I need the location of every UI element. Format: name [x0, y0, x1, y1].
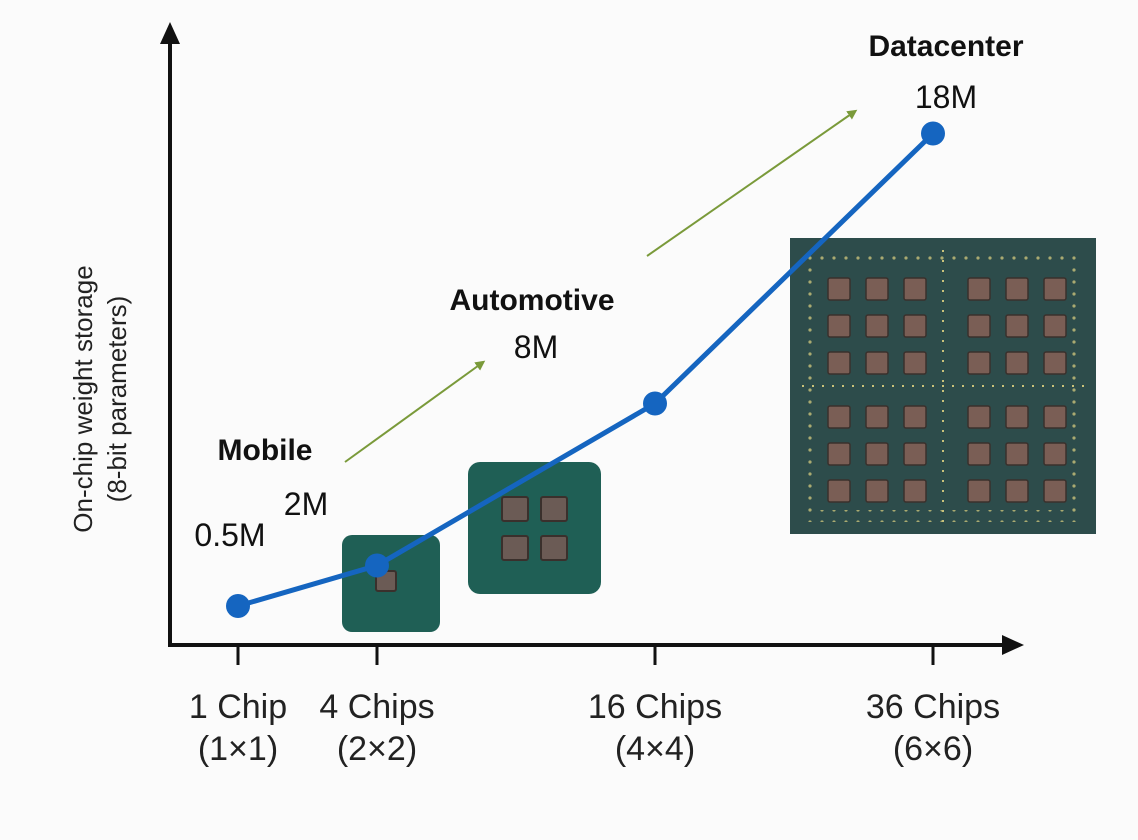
- segment-label: Mobile: [217, 434, 313, 467]
- quad-chip-package: [468, 462, 601, 594]
- x-tick-label-line1: 1 Chip: [188, 688, 288, 726]
- segment-label: Datacenter: [868, 30, 1024, 63]
- x-tick-label-line1: 16 Chips: [587, 688, 723, 726]
- x-tick-label-line1: 36 Chips: [865, 688, 1001, 726]
- data-point-label: 8M: [513, 329, 559, 365]
- y-axis-label-line2: (8-bit parameters): [102, 295, 132, 503]
- data-point-label: 18M: [914, 79, 978, 115]
- x-tick-label-line2: (4×4): [614, 730, 696, 768]
- y-axis-label: On-chip weight storage (8-bit parameters…: [66, 149, 134, 649]
- data-point: [226, 594, 250, 618]
- trend-arrow-automotive: [646, 109, 858, 257]
- x-tick-label: 36 Chips (6×6): [833, 686, 1033, 770]
- trend-arrow-mobile: [344, 360, 486, 463]
- x-tick-label: 4 Chips (2×2): [277, 686, 477, 770]
- y-axis-arrow: [160, 22, 180, 44]
- storage-series-line: [235, 131, 936, 609]
- single-chip-package: [342, 535, 440, 632]
- datacenter-chip-package: [790, 238, 1096, 534]
- x-tick-label-line2: (6×6): [892, 730, 974, 768]
- segment-label: Automotive: [449, 284, 615, 317]
- x-tick-label-line2: (2×2): [336, 730, 418, 768]
- data-point: [643, 391, 667, 416]
- plot-area: [226, 121, 945, 665]
- x-tick-label: 16 Chips (4×4): [555, 686, 755, 770]
- data-point: [365, 553, 389, 578]
- data-point: [921, 121, 945, 146]
- x-tick-label-line1: 4 Chips: [319, 688, 435, 726]
- x-axis-arrow: [1002, 635, 1024, 655]
- x-tick-label: 1 Chip (1×1): [138, 686, 338, 770]
- y-axis-label-line1: On-chip weight storage: [68, 265, 98, 533]
- data-point-label: 0.5M: [194, 517, 266, 553]
- data-point-label: 2M: [283, 486, 329, 522]
- x-tick-label-line2: (1×1): [197, 730, 279, 768]
